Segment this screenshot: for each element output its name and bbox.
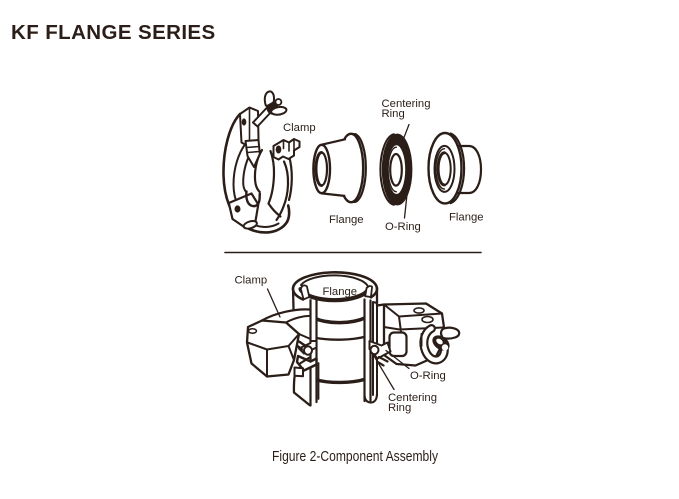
svg-text:Clamp: Clamp [235, 275, 268, 287]
svg-text:Clamp: Clamp [283, 122, 316, 134]
svg-text:Centering: Centering [382, 98, 431, 110]
svg-text:Centering: Centering [388, 392, 437, 404]
svg-text:O-Ring: O-Ring [410, 370, 446, 382]
svg-text:Flange: Flange [449, 212, 484, 224]
svg-text:Flange: Flange [323, 286, 358, 298]
svg-text:Flange: Flange [329, 214, 364, 226]
svg-text:Ring: Ring [382, 108, 405, 120]
svg-text:Figure 2-Component Assembly: Figure 2-Component Assembly [272, 448, 438, 465]
svg-text:KF FLANGE SERIES: KF FLANGE SERIES [11, 21, 216, 44]
svg-text:O-Ring: O-Ring [385, 221, 421, 233]
svg-text:Ring: Ring [388, 402, 411, 414]
